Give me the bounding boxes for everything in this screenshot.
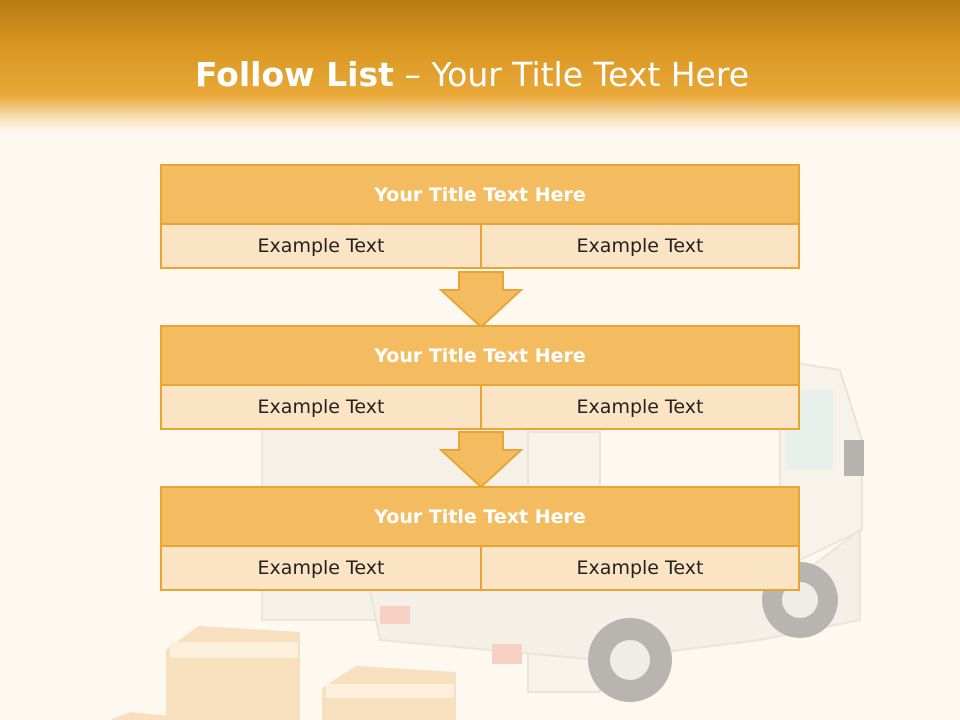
step-title-3: Your Title Text Here (162, 488, 798, 547)
slide-title-bold: Follow List (194, 55, 394, 94)
step-title-1: Your Title Text Here (162, 166, 798, 225)
step-3-cell-left: Example Text (162, 547, 482, 589)
slide-title: Follow List – Your Title Text Here (0, 52, 944, 98)
step-1-cell-right: Example Text (576, 235, 704, 257)
step-2-cell-left: Example Text (162, 386, 482, 428)
arrow-down-icon (438, 431, 524, 489)
step-box-3: Your Title Text Here Example Text Exampl… (160, 486, 800, 591)
slide-title-rest: – Your Title Text Here (404, 55, 750, 94)
header-banner: Follow List – Your Title Text Here (0, 0, 960, 132)
step-box-2: Your Title Text Here Example Text Exampl… (160, 325, 800, 430)
step-box-1: Your Title Text Here Example Text Exampl… (160, 164, 800, 269)
step-2-cell-right: Example Text (576, 396, 704, 418)
step-1-cell-left: Example Text (162, 225, 482, 267)
step-title-2: Your Title Text Here (162, 327, 798, 386)
arrow-down-icon (438, 271, 524, 329)
step-3-cell-right: Example Text (576, 557, 704, 579)
